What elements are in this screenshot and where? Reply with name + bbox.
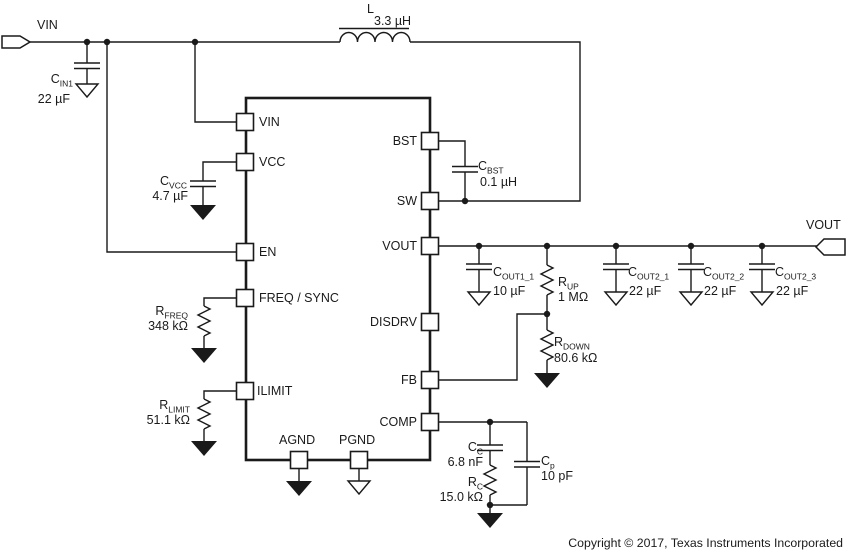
pin-label-vout: VOUT [382,239,417,253]
cbst-value: 0.1 µH [480,175,518,189]
rup-resistor-symbol [539,246,555,314]
cc-value: 6.8 nF [447,455,483,469]
inductor-symbol [339,27,411,43]
junction-dots [83,38,766,509]
pin-box-bst [420,131,440,151]
pin-box-sw [420,191,440,211]
vin-terminal [1,35,32,49]
cin1-ref: CIN1 [50,72,73,89]
rlimit-value: 51.1 kΩ [146,413,190,427]
rlimit-resistor-symbol [191,390,237,456]
pin-box-freq-sync [235,288,255,308]
vin-pin-wire [194,42,237,123]
rc-value: 15.0 kΩ [439,490,483,504]
pin-box-comp [420,412,440,432]
ic-body [244,96,432,462]
cp-value: 10 pF [541,469,573,483]
pin-box-fb [420,370,440,390]
rfreq-value: 348 kΩ [148,319,188,333]
pin-box-vout [420,236,440,256]
cvcc-capacitor-symbol [190,161,237,220]
pin-box-en [235,242,255,262]
rdown-value: 80.6 kΩ [554,351,598,365]
rc-ref: RC [467,475,483,492]
cbst-capacitor-symbol [438,140,478,201]
pin-box-disdrv [420,312,440,332]
pin-box-agnd [289,450,309,470]
pin-label-agnd: AGND [279,433,316,447]
pgnd-ground-symbol [346,468,372,496]
pin-label-freq-sync: FREQ / SYNC [259,291,339,305]
cvcc-value: 4.7 µF [152,189,188,203]
cout2_3-ref: COUT2_3 [775,265,817,282]
sw-node-wire [410,41,581,202]
cin1-value: 22 µF [37,92,70,106]
pin-label-disdrv: DISDRV [369,315,417,329]
en-wire [106,42,237,253]
rup-ref: RUP [558,275,579,292]
rfreq-ref: RFREQ [155,304,188,321]
cout1_1-ref: COUT1_1 [493,265,535,282]
pin-box-ilimit [235,381,255,401]
cout1_1-value: 10 µF [493,284,526,298]
pin-label-en: EN [259,245,277,259]
ic-pin-boxes [235,112,440,470]
cout2_2-capacitor-symbol [678,246,704,307]
cin1-capacitor-symbol [74,42,100,99]
pin-box-vcc [235,152,255,172]
rfreq-resistor-symbol [191,297,237,363]
pin-label-sw: SW [396,194,417,208]
cvcc-ref: CVCC [160,174,187,191]
cout1_1-capacitor-symbol [466,246,492,307]
cout2_3-value: 22 µF [776,284,809,298]
pin-label-ilimit: ILIMIT [257,384,293,398]
vin-terminal-label: VIN [37,18,58,32]
cp-ref: Cp [541,454,555,471]
pin-box-vin [235,112,255,132]
cout2_1-ref: COUT2_1 [628,265,670,282]
pin-label-vin: VIN [259,115,280,129]
fb-wire [438,313,547,381]
pin-label-pgnd: PGND [339,433,376,447]
l-ref: L [367,2,374,16]
cout2_2-ref: COUT2_2 [703,265,745,282]
vout-terminal [814,238,846,256]
cout2_1-capacitor-symbol [603,246,629,307]
pin-label-vcc: VCC [259,155,286,169]
pin-box-pgnd [349,450,369,470]
cout2_3-capacitor-symbol [749,246,775,307]
pin-label-fb: FB [401,373,417,387]
vout-terminal-label: VOUT [806,218,841,232]
l-value: 3.3 µH [374,14,412,28]
cout2_1-value: 22 µF [629,284,662,298]
copyright-notice: Copyright © 2017, Texas Instruments Inco… [568,536,843,550]
agnd-ground-symbol [286,468,312,496]
pin-label-comp: COMP [379,415,418,429]
pin-label-bst: BST [392,134,417,148]
rup-value: 1 MΩ [558,290,589,304]
rdown-ref: RDOWN [554,335,590,352]
rlimit-ref: RLIMIT [159,398,190,415]
cc-ref: CC [467,440,483,457]
cout2_2-value: 22 µF [704,284,737,298]
cbst-ref: CBST [478,159,504,176]
comp-network-symbol [438,421,540,528]
